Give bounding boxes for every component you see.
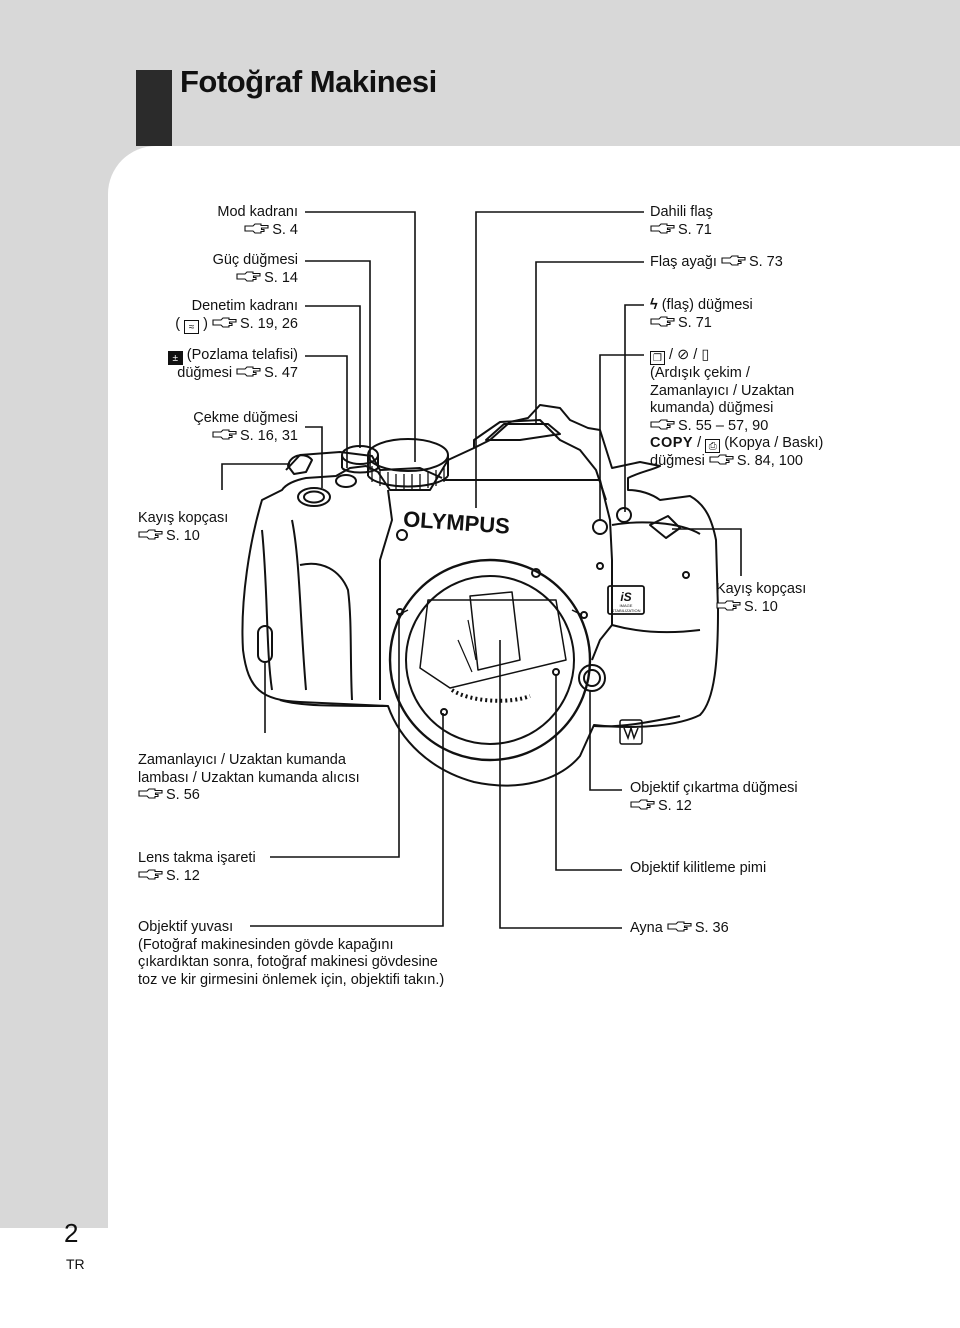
bottom-rim	[279, 699, 681, 728]
mirror-box	[419, 599, 567, 689]
svg-text:IMAGE: IMAGE	[620, 603, 633, 608]
label-lens-mount: Objektif yuvası (Fotoğraf makinesinden g…	[138, 919, 445, 988]
reference-icon	[721, 255, 747, 267]
flash-button-dot	[592, 519, 608, 535]
leader-mount	[250, 713, 444, 927]
label-hot-shoe: Flaş ayağı S. 73	[650, 254, 783, 270]
right-side	[611, 521, 701, 634]
label-lens-lock-pin: Objektif kilitleme pimi	[630, 860, 767, 876]
title-marker	[136, 70, 172, 146]
sequential-shooting-icon: ❐	[650, 351, 665, 365]
hot-shoe	[485, 423, 561, 441]
page-number: 2	[64, 1218, 79, 1248]
lens-mount-inner	[405, 575, 575, 745]
reference-icon	[667, 921, 693, 933]
leader-lines	[221, 211, 742, 929]
flash-housing	[473, 419, 607, 501]
label-shutter-button: Çekme düğmesi S. 16, 31	[193, 410, 298, 444]
leader-lens-release	[589, 690, 622, 791]
leader-strap-left	[221, 463, 290, 490]
leader-drive-button	[599, 354, 644, 520]
reference-icon	[709, 454, 735, 466]
language-code: TR	[66, 1256, 85, 1272]
power-switch	[335, 474, 357, 488]
label-lens-attachment-mark: Lens takma işareti S. 12	[138, 850, 256, 884]
reference-icon	[716, 600, 742, 612]
label-strap-eyelet-right: Kayış kopçası S. 10	[716, 581, 807, 615]
lens-release-button	[578, 664, 606, 692]
label-mode-dial: Mod kadranı S. 4	[217, 204, 298, 238]
label-mirror: Ayna S. 36	[630, 920, 729, 936]
reference-icon	[630, 799, 656, 811]
reference-icon	[244, 223, 270, 235]
drive-button-dot	[616, 507, 632, 523]
reference-icon	[138, 788, 164, 800]
label-lens-release-button: Objektif çıkartma düğmesi S. 12	[630, 780, 798, 814]
left-strap-lug	[287, 454, 313, 475]
label-built-in-flash: Dahili flaş S. 71	[650, 204, 713, 238]
leader-strap-right	[672, 528, 742, 576]
page-title: Fotoğraf Makinesi	[180, 64, 437, 99]
label-drive-button: ❐ / ⊘ / ▯ (Ardışık çekim / Zamanlayıcı /…	[650, 347, 824, 469]
reference-icon	[138, 529, 164, 541]
label-control-dial: Denetim kadranı ( ≈ ) S. 19, 26	[175, 298, 298, 334]
leader-shutter	[305, 426, 323, 488]
reference-icon	[212, 317, 238, 329]
reference-icon	[650, 223, 676, 235]
grip-outline	[261, 519, 307, 691]
brand-logo: OLYMPUS	[402, 506, 510, 538]
printer-icon: ⎙	[705, 439, 721, 453]
remote-control-icon: ▯	[701, 347, 710, 363]
plus-minus-icon: ±	[167, 351, 183, 365]
leader-control-dial	[305, 305, 361, 448]
leader-power	[305, 260, 371, 470]
reference-icon	[138, 869, 164, 881]
reference-icon	[236, 366, 262, 378]
self-timer-icon: ⊘	[677, 347, 690, 363]
electrical-contacts	[450, 688, 531, 703]
reference-icon	[212, 429, 238, 441]
svg-text:STABILIZATION: STABILIZATION	[612, 608, 641, 613]
monitor-control-icon: ≈	[184, 319, 200, 334]
right-strap-lug	[649, 515, 681, 539]
wireless-badge	[619, 719, 643, 745]
reference-icon	[650, 316, 676, 328]
leader-hot-shoe	[535, 261, 644, 424]
label-exposure-button: ± (Pozlama telafisi) düğmesi S. 47	[167, 347, 298, 383]
grip-contour	[299, 562, 353, 701]
leader-built-in-flash	[475, 211, 644, 508]
label-strap-eyelet-left: Kayış kopçası S. 10	[138, 510, 229, 544]
lens-mount-outer	[388, 558, 592, 762]
label-power-switch: Güç düğmesi S. 14	[212, 252, 298, 286]
leader-lock-pin	[555, 675, 622, 871]
label-self-timer-lamp: Zamanlayıcı / Uzaktan kumanda lambası / …	[138, 752, 360, 803]
shutter-release	[297, 487, 331, 507]
leader-exposure	[305, 355, 348, 468]
leader-mirror	[499, 640, 622, 929]
is-badge: iS IMAGE STABILIZATION	[607, 585, 645, 615]
control-dial-top	[367, 438, 449, 472]
content-panel	[108, 146, 960, 1228]
label-flash-button: ϟ (flaş) düğmesi S. 71	[650, 297, 753, 331]
reference-icon	[236, 271, 262, 283]
svg-text:iS: iS	[620, 590, 631, 604]
leader-lens-mark	[270, 613, 400, 858]
mirror-surface	[469, 591, 521, 671]
self-timer-lamp	[257, 625, 273, 663]
reference-icon	[650, 419, 676, 431]
flash-bolt-icon: ϟ	[650, 297, 658, 313]
camera-illustration	[241, 404, 719, 787]
leader-mode-dial	[305, 211, 416, 462]
leader-flash-button	[624, 304, 644, 512]
